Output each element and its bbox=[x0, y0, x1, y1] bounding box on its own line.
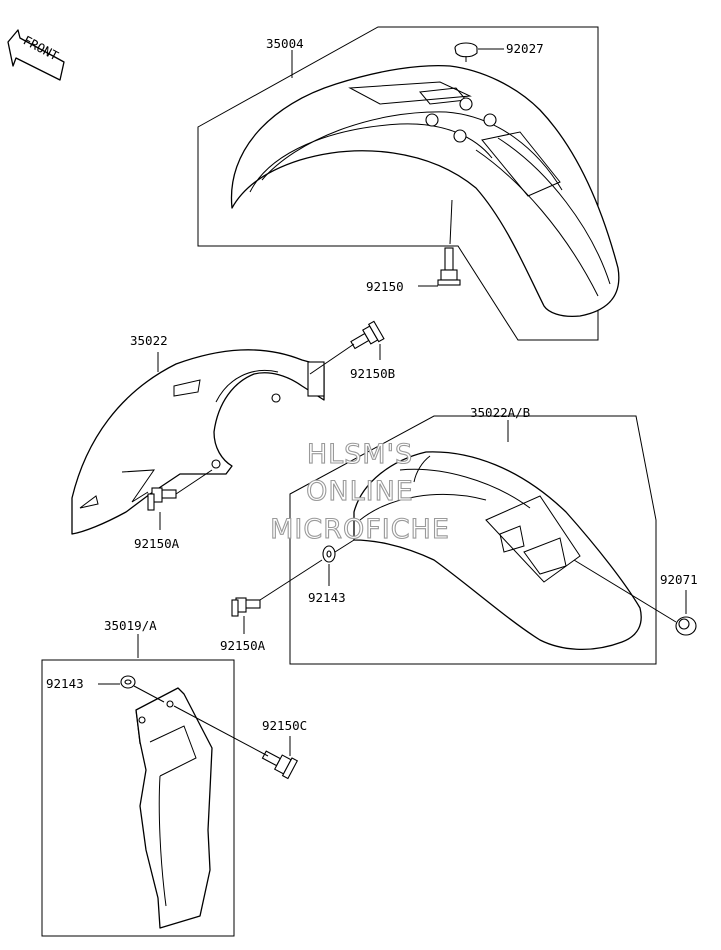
grommet-92071-icon bbox=[675, 616, 697, 636]
bolt-92150-icon bbox=[437, 199, 461, 286]
washer-92027-icon bbox=[454, 42, 478, 62]
rear-fender-group bbox=[231, 415, 697, 665]
rear-flap-shape bbox=[71, 349, 325, 535]
label-35004: 35004 bbox=[266, 36, 304, 51]
rear-fender-shape bbox=[353, 451, 642, 651]
label-92143-rear: 92143 bbox=[308, 590, 346, 605]
watermark-line-3: MICROFICHE bbox=[270, 514, 450, 545]
label-92143-front: 92143 bbox=[46, 676, 84, 691]
label-92150c: 92150C bbox=[262, 718, 307, 733]
collar-92143-front-icon bbox=[120, 675, 136, 689]
bolt-92150b-icon bbox=[350, 320, 385, 350]
label-92150: 92150 bbox=[366, 279, 404, 294]
front-fender-shape bbox=[230, 65, 620, 318]
front-arrow-icon: FRONT bbox=[7, 29, 65, 81]
watermark: HLSM'S ONLINE MICROFICHE bbox=[270, 438, 450, 545]
fork-guard-box bbox=[41, 659, 235, 937]
bolt-92150a-lower-icon bbox=[231, 597, 261, 617]
fork-guard-shape bbox=[135, 687, 213, 929]
rear-flap-group bbox=[71, 320, 385, 535]
label-35022: 35022 bbox=[130, 333, 168, 348]
watermark-line-1: HLSM'S bbox=[307, 439, 413, 470]
label-92150b: 92150B bbox=[350, 366, 395, 381]
rear-fender-box bbox=[289, 415, 657, 665]
bolt-92150a-upper-icon bbox=[147, 487, 177, 511]
fork-guard-group bbox=[41, 634, 299, 937]
front-fender-group bbox=[197, 26, 620, 341]
bolt-92150c-icon bbox=[261, 750, 299, 780]
front-fender-box bbox=[197, 26, 599, 341]
collar-92143-rear-icon bbox=[322, 545, 336, 563]
label-35019a: 35019/A bbox=[104, 618, 157, 633]
label-92071: 92071 bbox=[660, 572, 698, 587]
watermark-line-2: ONLINE bbox=[306, 476, 414, 507]
label-92027: 92027 bbox=[506, 41, 544, 56]
label-92150a-upper: 92150A bbox=[134, 536, 180, 551]
label-35022ab: 35022A/B bbox=[470, 405, 530, 420]
label-92150a-lower: 92150A bbox=[220, 638, 266, 653]
